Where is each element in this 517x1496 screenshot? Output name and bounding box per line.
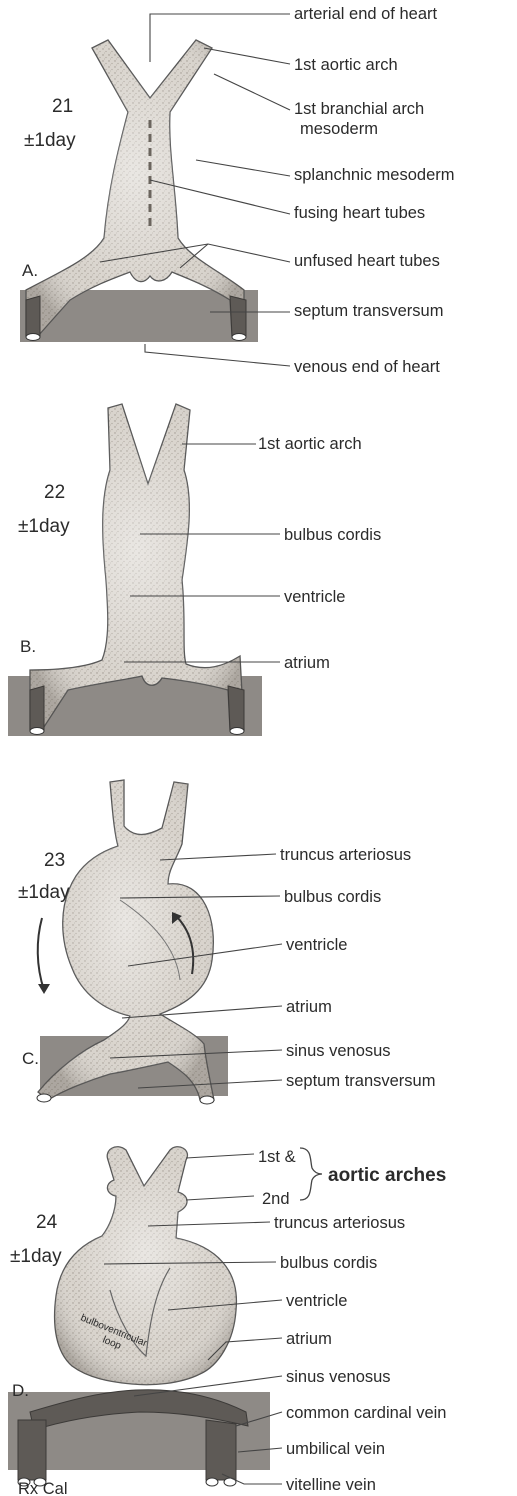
label-bulbus-cordis-c: bulbus cordis: [284, 888, 381, 906]
vein-opening-right-a: [232, 334, 246, 341]
label-umbilical-vein: umbilical vein: [286, 1440, 385, 1458]
right-veins-d: [206, 1420, 236, 1480]
left-veins-d: [18, 1420, 46, 1480]
vein-opening-left-b: [30, 728, 44, 735]
label-aortic-arches: aortic arches: [328, 1165, 446, 1186]
age-range-c: ±1day: [18, 882, 70, 903]
vein-opening-right-c: [200, 1096, 214, 1104]
panel-a: 21 ±1day A. arterial end of heart 1st ao…: [20, 5, 455, 376]
label-atrium-b: atrium: [284, 654, 330, 672]
label-bulbus-cordis-d: bulbus cordis: [280, 1254, 377, 1272]
age-range-a: ±1day: [24, 130, 76, 151]
label-sinus-venosus-d: sinus venosus: [286, 1368, 391, 1386]
panel-letter-a: A.: [22, 261, 38, 280]
left-vein-b: [30, 686, 44, 730]
label-1st-aortic-arch-b: 1st aortic arch: [258, 435, 362, 453]
panel-letter-c: C.: [22, 1049, 39, 1068]
label-arterial-end: arterial end of heart: [294, 5, 438, 23]
age-days-b: 22: [44, 482, 65, 503]
label-truncus-arteriosus-d: truncus arteriosus: [274, 1214, 405, 1232]
label-mesoderm: mesoderm: [300, 120, 378, 138]
label-common-cardinal-vein: common cardinal vein: [286, 1404, 447, 1422]
label-1st-branchial-arch: 1st branchial arch: [294, 100, 424, 118]
right-vein-b: [228, 686, 244, 730]
rotation-arrowhead-left: [38, 984, 50, 994]
label-venous-end: venous end of heart: [294, 358, 440, 376]
right-vein-a: [230, 296, 246, 336]
age-range-d: ±1day: [10, 1246, 62, 1267]
label-splanchnic-mesoderm: splanchnic mesoderm: [294, 166, 455, 184]
signature: Rx Cal: [18, 1480, 68, 1496]
panel-letter-d: D.: [12, 1381, 29, 1400]
panel-d: 24 ±1day D. bulboventricular loop Rx Cal…: [8, 1147, 447, 1496]
age-days-a: 21: [52, 96, 73, 117]
label-1st-aortic-arch-a: 1st aortic arch: [294, 56, 398, 74]
vein-opening-left-c: [37, 1094, 51, 1102]
label-atrium-c: atrium: [286, 998, 332, 1016]
rotation-arrow-left: [38, 918, 44, 990]
heart-loop-d-shade: [55, 1147, 237, 1385]
label-septum-transversum-c: septum transversum: [286, 1072, 435, 1090]
label-septum-transversum-a: septum transversum: [294, 302, 443, 320]
label-unfused-heart-tubes: unfused heart tubes: [294, 252, 440, 270]
aortic-arches-brace: [300, 1148, 322, 1200]
label-bulbus-cordis-b: bulbus cordis: [284, 526, 381, 544]
vein-opening-right-b: [230, 728, 244, 735]
label-vitelline-vein: vitelline vein: [286, 1476, 376, 1494]
label-ventricle-b: ventricle: [284, 588, 345, 606]
label-ventricle-d: ventricle: [286, 1292, 347, 1310]
age-range-b: ±1day: [18, 516, 70, 537]
left-vein-a: [26, 296, 40, 336]
age-days-d: 24: [36, 1212, 58, 1233]
age-days-c: 23: [44, 850, 65, 871]
label-truncus-arteriosus-c: truncus arteriosus: [280, 846, 411, 864]
panel-letter-b: B.: [20, 637, 36, 656]
label-ventricle-c: ventricle: [286, 936, 347, 954]
label-fusing-heart-tubes: fusing heart tubes: [294, 204, 425, 222]
label-2nd: 2nd: [262, 1190, 290, 1208]
panel-b: 22 ±1day B. 1st aortic arch bulbus cordi…: [8, 404, 381, 736]
vein-opening-d3: [206, 1478, 218, 1486]
label-atrium-d: atrium: [286, 1330, 332, 1348]
label-1st-and: 1st &: [258, 1148, 296, 1166]
label-sinus-venosus-c: sinus venosus: [286, 1042, 391, 1060]
panel-c: 23 ±1day C. truncus arteriosus bulbus co…: [18, 780, 435, 1104]
vein-opening-left-a: [26, 334, 40, 341]
